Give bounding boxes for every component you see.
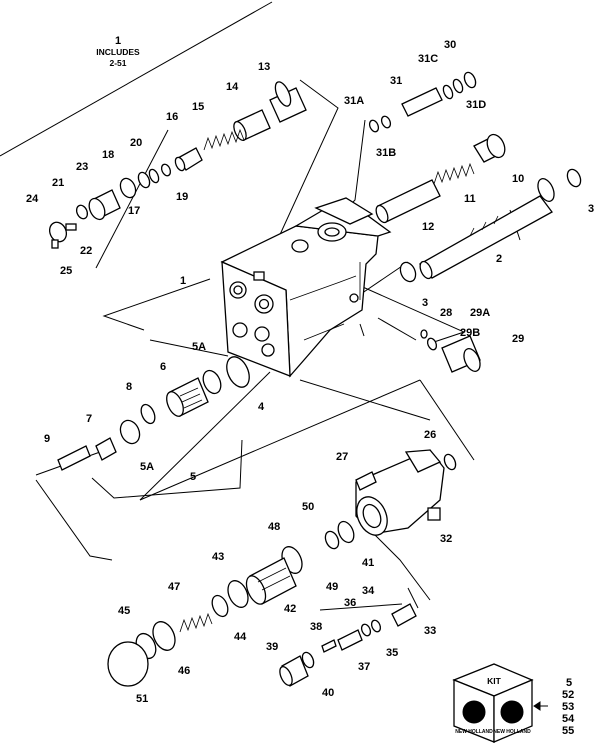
part-label: 17 bbox=[128, 205, 140, 217]
part-label: 8 bbox=[126, 381, 132, 393]
part-label: 36 bbox=[344, 597, 356, 609]
part-label: 29 bbox=[512, 333, 524, 345]
part-label: 27 bbox=[336, 451, 348, 463]
part-label: 19 bbox=[176, 191, 188, 203]
callout-1-number: 1 bbox=[115, 35, 121, 47]
part-label: 24 bbox=[26, 193, 39, 205]
kit-labels: KIT NEW HOLLAND NEW HOLLAND 5 52 53 54 5… bbox=[455, 676, 575, 737]
part-label: 47 bbox=[168, 581, 180, 593]
valve-body bbox=[220, 197, 392, 378]
part-label: 31 bbox=[390, 75, 402, 87]
part-label: 32 bbox=[440, 533, 452, 545]
part-label: 1 bbox=[180, 275, 186, 287]
relief-valve-group bbox=[48, 81, 307, 249]
part-label: 42 bbox=[284, 603, 296, 615]
part-label: 25 bbox=[60, 265, 72, 277]
part-label: 23 bbox=[76, 161, 88, 173]
part-label: 37 bbox=[358, 661, 370, 673]
kit-side-text-right: NEW HOLLAND bbox=[493, 729, 531, 735]
kit-item: 53 bbox=[562, 701, 574, 713]
part-label: 50 bbox=[302, 501, 314, 513]
kit-box bbox=[452, 663, 548, 743]
part-label: 22 bbox=[80, 245, 92, 257]
callout-1: 1 INCLUDES 2-51 bbox=[96, 35, 140, 68]
part-label: 33 bbox=[424, 625, 436, 637]
part-label: 15 bbox=[192, 101, 204, 113]
part-label: 5A bbox=[192, 341, 206, 353]
part-label: 11 bbox=[464, 193, 476, 205]
part-label: 46 bbox=[178, 665, 190, 677]
part-label: 6 bbox=[160, 361, 166, 373]
part-label: 40 bbox=[322, 687, 334, 699]
part-label: 44 bbox=[234, 631, 247, 643]
part-label: 31A bbox=[344, 95, 364, 107]
part-label: 5A bbox=[140, 461, 154, 473]
part-label: 4 bbox=[258, 401, 265, 413]
part-label: 2 bbox=[496, 253, 502, 265]
kit-item: 54 bbox=[562, 713, 575, 725]
part-label: 31D bbox=[466, 99, 486, 111]
part-label: 7 bbox=[86, 413, 92, 425]
kit-item: 55 bbox=[562, 725, 574, 737]
part-label: 16 bbox=[166, 111, 178, 123]
part-label: 31B bbox=[376, 147, 396, 159]
part-label: 21 bbox=[52, 177, 64, 189]
part-label: 28 bbox=[440, 307, 452, 319]
kit-side-text-left: NEW HOLLAND bbox=[455, 729, 493, 735]
part-labels: 30 31C 13 31 14 31A 31D 15 16 20 31B 18 … bbox=[26, 39, 594, 705]
part-label: 31C bbox=[418, 53, 438, 65]
part-label: 45 bbox=[118, 605, 130, 617]
part-label: 3 bbox=[422, 297, 428, 309]
part-label: 18 bbox=[102, 149, 114, 161]
spool-group bbox=[368, 71, 582, 283]
part-label: 3 bbox=[588, 203, 594, 215]
part-label: 39 bbox=[266, 641, 278, 653]
right-small-parts bbox=[420, 329, 481, 373]
part-label: 34 bbox=[362, 585, 375, 597]
part-label: 14 bbox=[226, 81, 239, 93]
part-label: 13 bbox=[258, 61, 270, 73]
part-label: 49 bbox=[326, 581, 338, 593]
bracket-lines bbox=[0, 1, 521, 611]
callout-1-line2: 2-51 bbox=[109, 58, 126, 68]
part-label: 26 bbox=[424, 429, 436, 441]
part-label: 35 bbox=[386, 647, 398, 659]
kit-item: 52 bbox=[562, 689, 574, 701]
part-label: 51 bbox=[136, 693, 148, 705]
callout-1-line1: INCLUDES bbox=[96, 47, 140, 57]
part-label: 30 bbox=[444, 39, 456, 51]
part-label: 9 bbox=[44, 433, 50, 445]
part-label: 5 bbox=[190, 471, 196, 483]
part-label: 29A bbox=[470, 307, 490, 319]
lower-housing-group bbox=[279, 449, 457, 687]
part-label: 48 bbox=[268, 521, 280, 533]
part-label: 41 bbox=[362, 557, 374, 569]
kit-item: 5 bbox=[566, 677, 572, 689]
part-label: 29B bbox=[460, 327, 480, 339]
check-valve-group bbox=[57, 356, 250, 471]
part-label: 43 bbox=[212, 551, 224, 563]
part-label: 12 bbox=[422, 221, 434, 233]
part-label: 10 bbox=[512, 173, 524, 185]
part-label: 20 bbox=[130, 137, 142, 149]
part-label: 38 bbox=[310, 621, 322, 633]
lower-left-group bbox=[107, 546, 303, 687]
kit-label: KIT bbox=[487, 676, 502, 686]
